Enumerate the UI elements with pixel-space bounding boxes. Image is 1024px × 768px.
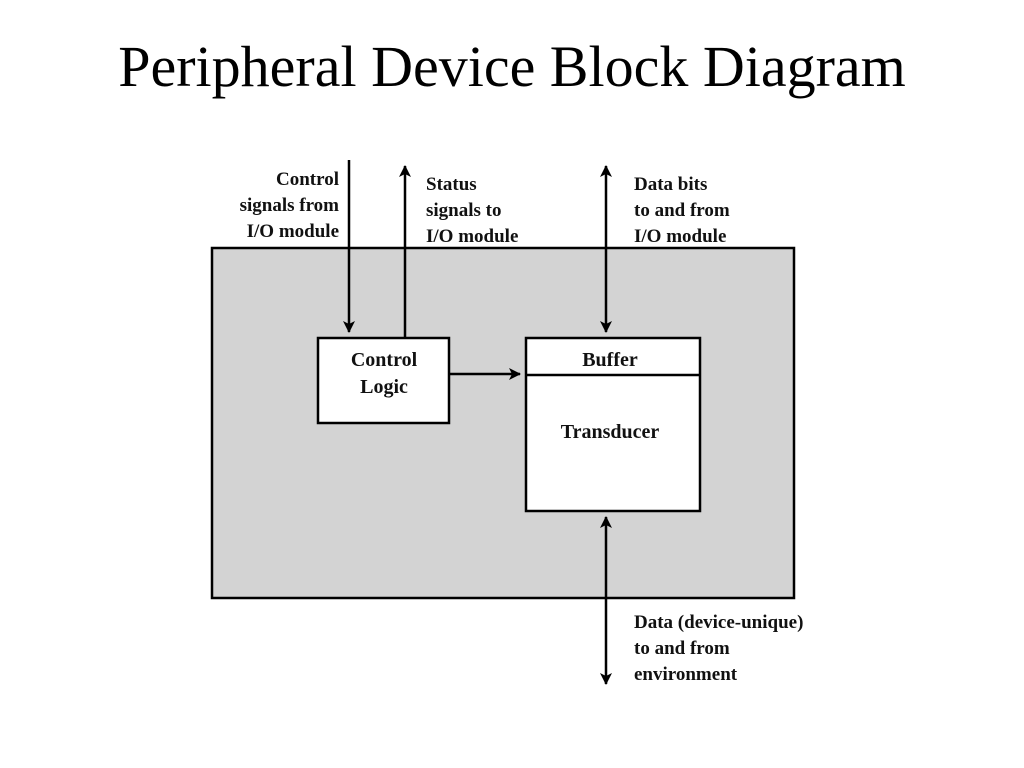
control-logic-label-line2: Logic — [360, 376, 408, 398]
page-title: Peripheral Device Block Diagram — [118, 34, 906, 99]
data-bits-label-line2: to and from — [634, 200, 730, 221]
data-bits-label-line1: Data bits — [634, 174, 707, 195]
status-signals-label-line3: I/O module — [426, 226, 518, 247]
device-data-label-line3: environment — [634, 664, 738, 685]
control-signals-label-line3: I/O module — [247, 221, 339, 242]
transducer-box — [524, 336, 702, 513]
device-data-label-line1: Data (device-unique) — [634, 612, 803, 633]
control-signals-label-line2: signals from — [240, 195, 340, 216]
status-signals-label-line2: signals to — [426, 200, 502, 221]
buffer-label: Buffer — [582, 349, 638, 371]
status-signals-label-line1: Status — [426, 174, 477, 195]
data-bits-label-line3: I/O module — [634, 226, 726, 247]
control-logic-label-line1: Control — [351, 349, 418, 371]
device-data-label-line2: to and from — [634, 638, 730, 659]
control-signals-label-line1: Control — [276, 169, 339, 190]
peripheral-device-box — [210, 246, 796, 600]
transducer-label: Transducer — [561, 421, 660, 443]
control-logic-box — [316, 336, 451, 425]
